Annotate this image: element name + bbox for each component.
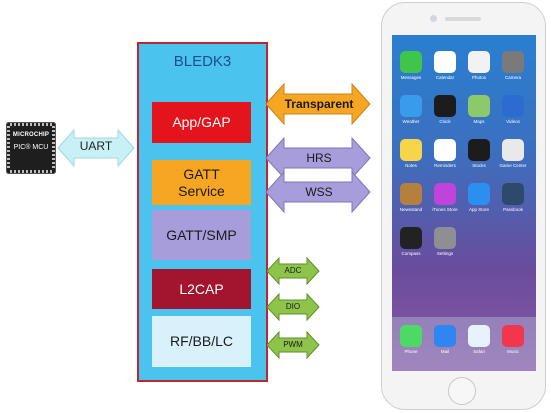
uart-arrow [57, 128, 135, 168]
app-stocks-label: Stocks [472, 163, 486, 168]
app-itunes-store-label: iTunes Store [432, 207, 458, 212]
app-videos-label: Videos [506, 119, 520, 124]
app-calendar-icon[interactable] [434, 51, 456, 73]
layer-app-gap: App/GAP [152, 102, 251, 143]
app-game-center-label: Game Center [499, 163, 527, 168]
app-reminders-icon[interactable] [434, 139, 456, 161]
app-app-store-icon[interactable] [468, 183, 490, 205]
app-compass-label: Compass [401, 251, 421, 256]
app-notes-icon[interactable] [400, 139, 422, 161]
app-messages-icon[interactable] [400, 51, 422, 73]
home-button[interactable] [448, 377, 476, 405]
pwm-label: PWM [283, 340, 303, 349]
app-weather-icon[interactable] [400, 95, 422, 117]
dock-music-label: Music [507, 349, 519, 354]
chip-pins-left [7, 126, 10, 170]
app-maps-label: Maps [473, 119, 485, 124]
hrs-label: HRS [306, 151, 332, 165]
app-newsstand-icon[interactable] [400, 183, 422, 205]
module-title: BLEDK3 [173, 53, 232, 70]
app-notes-label: Notes [405, 163, 417, 168]
app-maps-icon[interactable] [468, 95, 490, 117]
app-stocks-icon[interactable] [468, 139, 490, 161]
dock-safari-icon[interactable] [468, 325, 490, 347]
bledk3-module: BLEDK3 App/GAP GATT Service GATT/SMP L2C… [137, 42, 268, 382]
app-camera-label: Camera [504, 75, 521, 80]
layer-gatt-service: GATT Service [152, 160, 251, 205]
chip-model-label: PIC® MCU [13, 144, 49, 151]
wss-label: WSS [305, 185, 333, 199]
layer-l2cap: L2CAP [152, 269, 251, 309]
dock-music-icon[interactable] [502, 325, 524, 347]
profile-arrows [265, 82, 371, 214]
adc-label: ADC [284, 266, 302, 275]
app-weather-label: Weather [402, 119, 420, 124]
speaker-grille [445, 17, 481, 21]
app-game-center-icon[interactable] [502, 139, 524, 161]
status-bar [392, 37, 536, 45]
dock-mail-icon[interactable] [434, 325, 456, 347]
dio-label: DIO [285, 302, 301, 311]
app-camera-icon[interactable] [502, 51, 524, 73]
chip-pins-top [10, 123, 52, 126]
app-app-store-label: App Store [468, 207, 489, 212]
pwm-arrow [266, 330, 320, 360]
layer-gatt-smp: GATT/SMP [152, 210, 251, 260]
chip-pins-right [52, 126, 55, 170]
app-clock-icon[interactable] [434, 95, 456, 117]
layer-rf-bb-lc: RF/BB/LC [152, 316, 251, 367]
app-settings-label: Settings [436, 251, 454, 256]
app-reminders-label: Reminders [434, 163, 456, 168]
front-camera-icon [430, 15, 437, 22]
app-photos-icon[interactable] [468, 51, 490, 73]
chip-pins-bottom [10, 170, 52, 173]
app-messages-label: Messages [400, 75, 422, 80]
app-videos-icon[interactable] [502, 95, 524, 117]
wss-arrow [265, 170, 371, 214]
app-photos-label: Photos [471, 75, 486, 80]
app-compass-icon[interactable] [400, 227, 422, 249]
dock-phone-icon[interactable] [400, 325, 422, 347]
transparent-label: Transparent [284, 97, 354, 111]
app-clock-label: Clock [439, 119, 451, 124]
layer-gatt-service-label: GATT Service [178, 165, 225, 199]
dio-arrow [266, 292, 320, 322]
dock-phone-label: Phone [404, 349, 418, 354]
dock-mail-label: Mail [440, 349, 450, 354]
dock-safari-label: Safari [473, 349, 485, 354]
uart-label: UART [79, 139, 113, 153]
app-passbook-label: Passbook [503, 207, 523, 212]
app-settings-icon[interactable] [434, 227, 456, 249]
transparent-arrow [265, 82, 371, 126]
io-arrows [266, 256, 320, 360]
app-passbook-icon[interactable] [502, 183, 524, 205]
chip-brand-label: MICROCHIP [12, 132, 50, 138]
app-newsstand-label: Newsstand [399, 207, 423, 212]
app-calendar-label: Calendar [435, 75, 455, 80]
app-itunes-store-icon[interactable] [434, 183, 456, 205]
pic-mcu-chip: MICROCHIP PIC® MCU [6, 122, 56, 174]
adc-arrow [266, 256, 320, 286]
